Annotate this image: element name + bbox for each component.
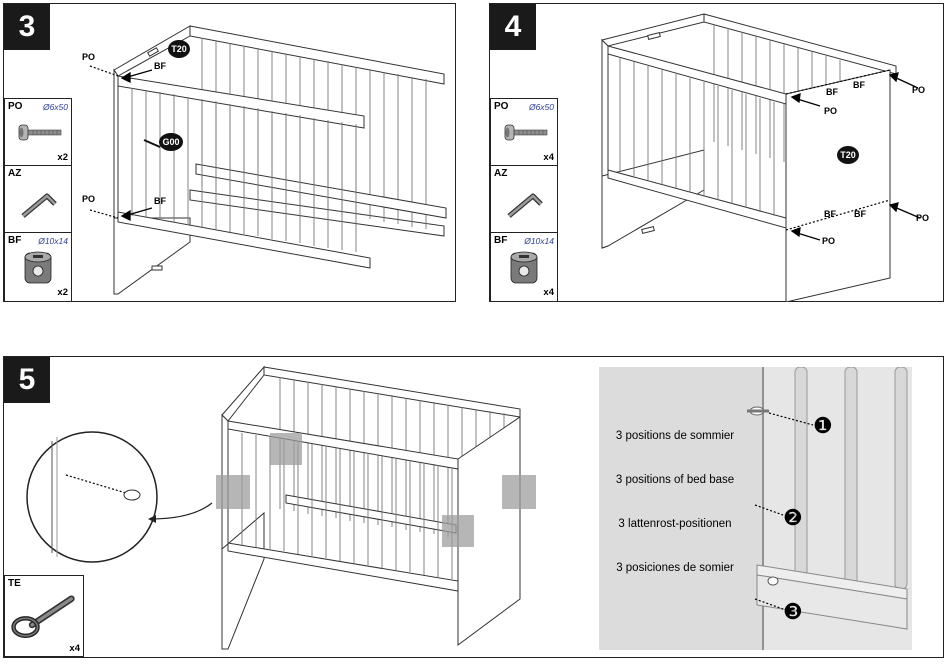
detail-magnifier [26,431,213,563]
step-number: 4 [490,4,536,50]
bolt-icon [504,124,548,141]
callout-bf: BF [853,80,865,90]
allen-key-icon [507,193,543,218]
part-quantity: x4 [69,643,80,654]
parts-list: PO Ø6x50 x2 AZ BF Ø10x14 [4,98,72,302]
eye-bolt-icon [11,595,75,638]
badge-t20: T20 [171,44,187,54]
step-5-panel: 5 TE x4 [3,356,944,658]
callout-bf: BF [154,61,166,71]
step-number: 3 [4,4,50,50]
label-de: 3 lattenrost-positionen [618,518,732,530]
callout-bf: BF [824,209,836,219]
part-po: PO Ø6x50 x4 [491,99,557,166]
callout-po: PO [916,213,929,223]
step-3-panel: 3 PO Ø6x50 x2 AZ BF Ø10x14 [3,3,456,302]
part-dimension: Ø6x50 [528,102,554,112]
callout-bf: BF [854,209,866,219]
callout-bf: BF [826,87,838,97]
callout-po: PO [912,85,925,95]
t20-badge: T20 [168,40,190,58]
part-dimension: Ø6x50 [42,102,68,112]
callout-po: PO [82,194,95,204]
bed-base-positions-inset: ❶ ❷ ❸ 3 positions de sommier 3 positions… [599,367,912,650]
part-code: TE [8,578,21,589]
callout-po: PO [82,52,95,62]
part-bf: BF Ø10x14 x2 [5,233,71,300]
part-dimension: Ø10x14 [38,236,68,246]
part-quantity: x2 [57,287,68,298]
part-quantity: x4 [543,287,554,298]
callout-bf: BF [154,196,166,206]
barrel-nut-icon [24,251,52,284]
label-es: 3 posiciones de somier [616,562,734,574]
part-quantity: x4 [543,152,554,163]
parts-list: PO Ø6x50 x4 AZ BF Ø10x14 [490,98,558,302]
badge-t20: T20 [840,150,856,160]
badge-g00: G00 [162,137,179,147]
marker-2: ❷ [783,505,803,530]
part-code: AZ [8,168,22,179]
part-code: PO [8,101,23,112]
label-fr: 3 positions de sommier [615,430,735,442]
position-highlights [216,433,536,547]
bolt-icon [18,124,62,141]
g00-badge: G00 [143,133,183,151]
step-4-panel: 4 PO Ø6x50 x4 AZ BF Ø10x14 [489,3,944,302]
part-te: TE x4 [5,576,83,656]
part-code: BF [494,235,508,246]
part-code: PO [494,101,509,112]
part-quantity: x2 [57,152,68,163]
part-bf: BF Ø10x14 x4 [491,233,557,300]
part-az: AZ [5,166,71,233]
part-code: AZ [494,168,508,179]
part-code: BF [8,235,22,246]
t20-badge: T20 [837,146,859,164]
parts-list: TE x4 [4,575,84,657]
allen-key-icon [21,193,57,218]
crib-complete-illustration [216,365,536,650]
crib-end-panel-illustration: BF BF PO PO BF BF PO PO T20 [601,13,929,302]
barrel-nut-icon [510,251,538,284]
part-po: PO Ø6x50 x2 [5,99,71,166]
marker-1: ❶ [813,413,833,438]
part-dimension: Ø10x14 [524,236,554,246]
front-slats [131,88,357,252]
step-number: 5 [4,357,50,403]
marker-3: ❸ [783,599,803,624]
callout-po: PO [824,106,837,116]
label-en: 3 positions of bed base [615,474,735,486]
inset-side-illustration [747,367,912,650]
part-az: AZ [491,166,557,233]
callout-po: PO [822,236,835,246]
crib-partial-assembly-illustration: PO BF PO BF T20 G00 [82,25,447,295]
